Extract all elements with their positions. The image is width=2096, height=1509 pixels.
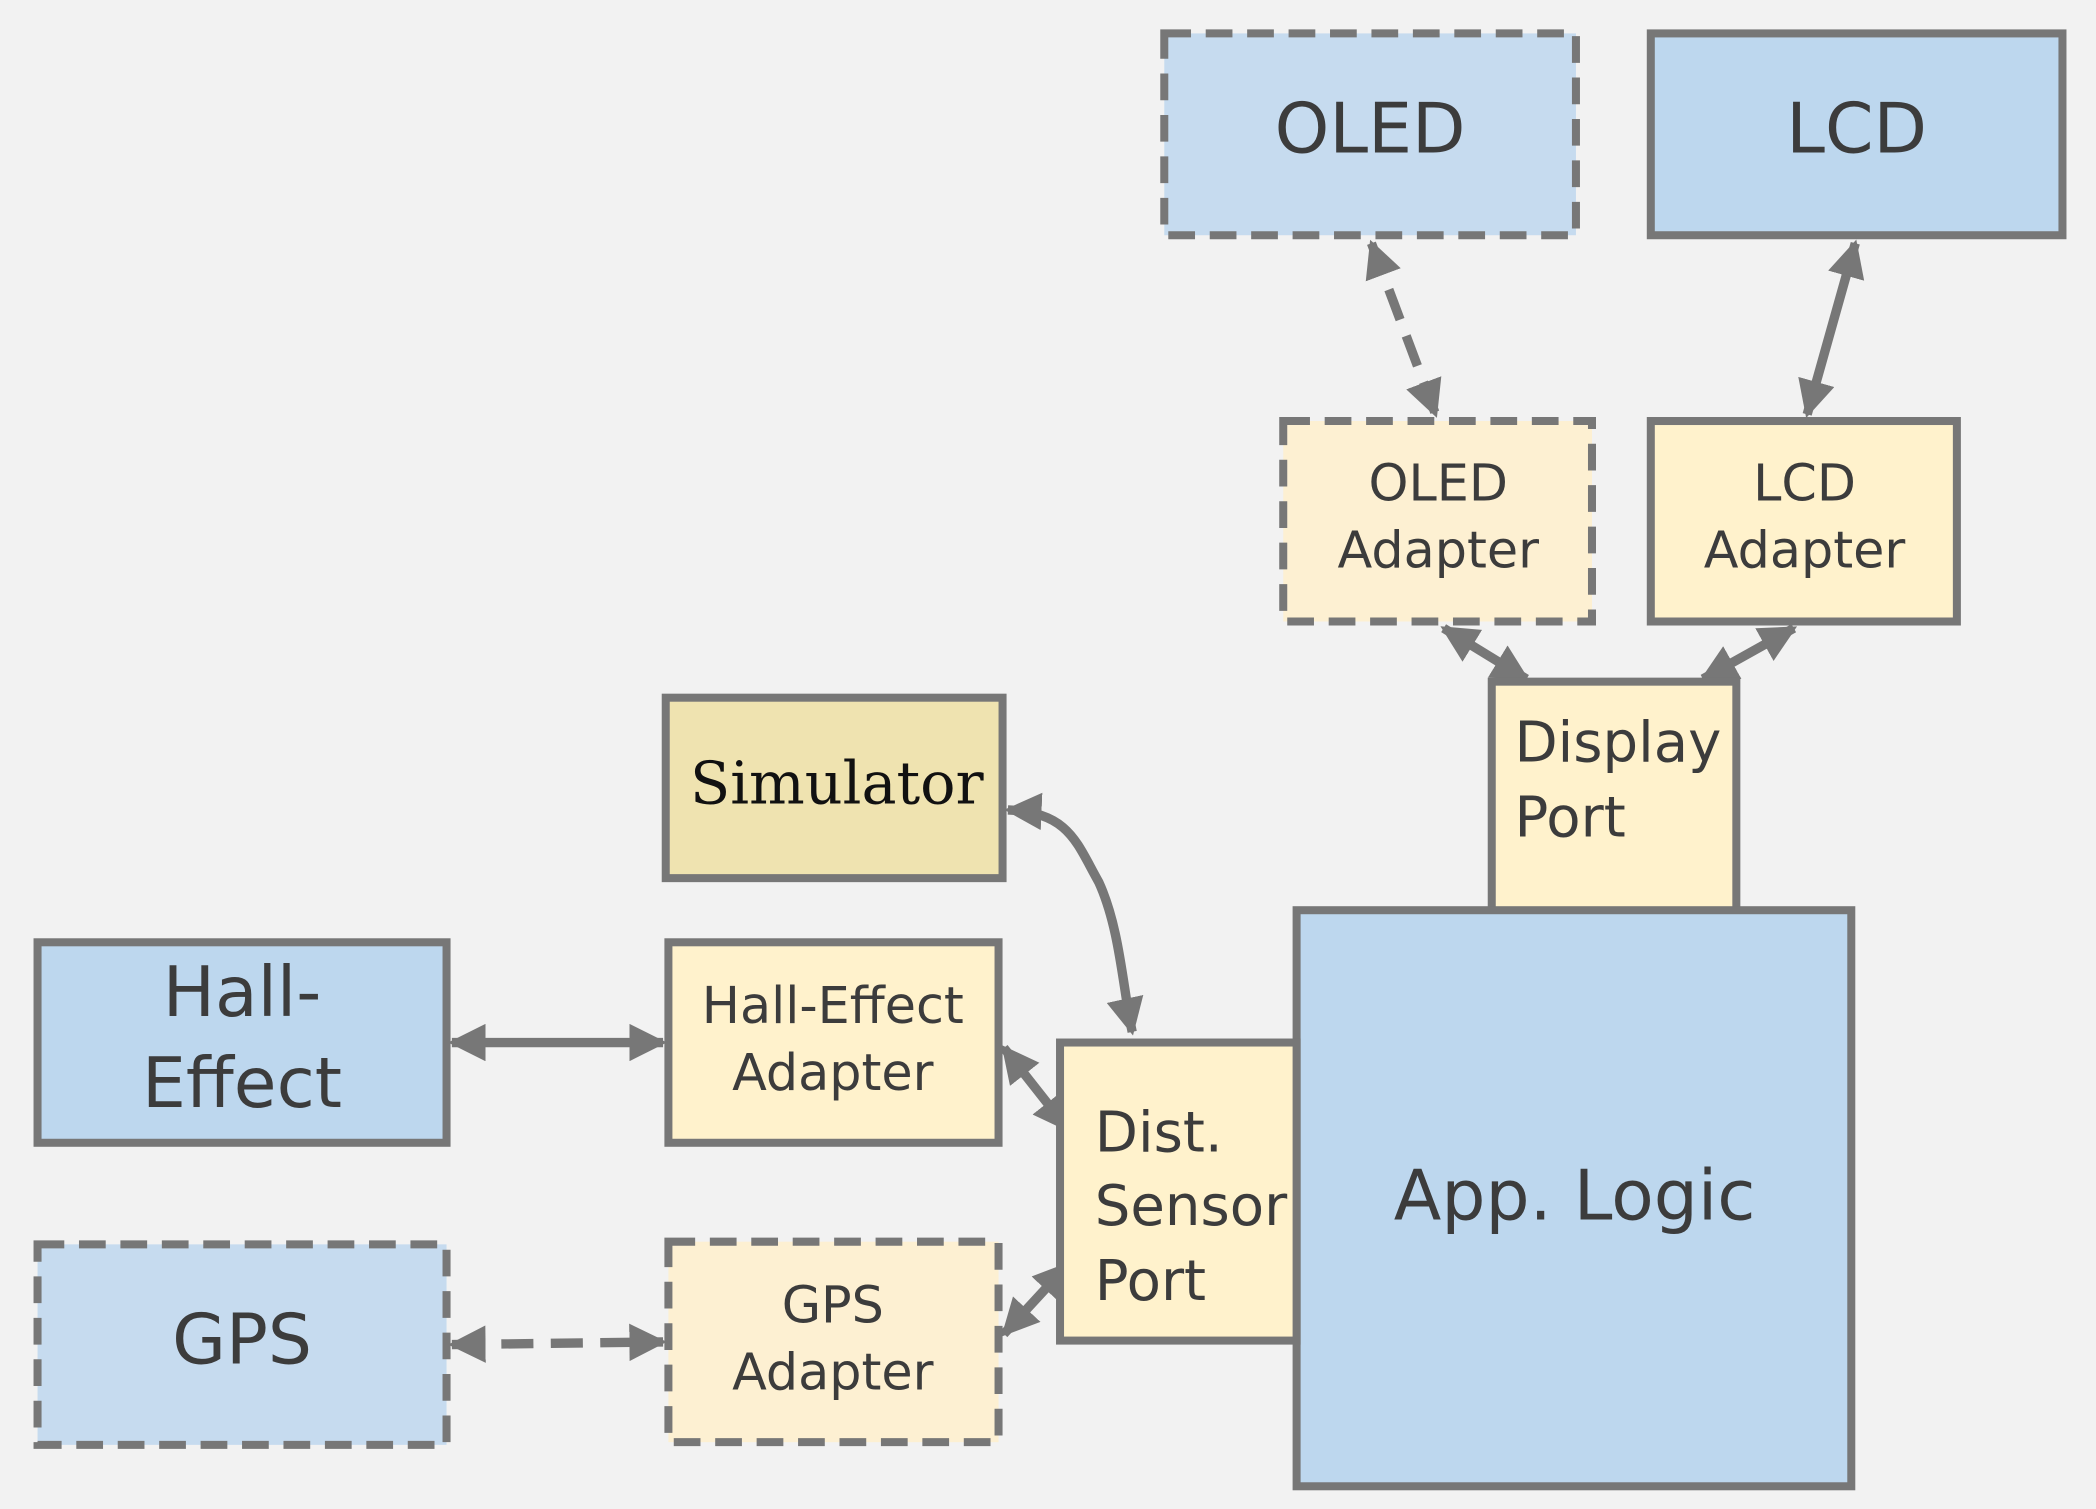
display-port-label-line1: Display bbox=[1514, 710, 1721, 775]
lcd-label: LCD bbox=[1786, 89, 1927, 170]
hall-effect-label-line2: Effect bbox=[142, 1043, 342, 1124]
node-app-logic: App. Logic bbox=[1292, 906, 1856, 1491]
gps-label: GPS bbox=[172, 1300, 312, 1381]
node-lcd: LCD bbox=[1646, 29, 2067, 240]
gps-adapter-label-line1: GPS bbox=[782, 1276, 884, 1335]
connector-oled-adapter-to-display-port bbox=[1440, 624, 1530, 683]
connector-simulator-to-dist-sensor-port bbox=[1004, 792, 1144, 1036]
simulator-label: Simulator bbox=[690, 749, 985, 818]
node-oled-adapter: OLED Adapter bbox=[1279, 417, 1596, 626]
dist-sensor-port-label-line2: Sensor bbox=[1095, 1174, 1288, 1239]
display-port-label-line2: Port bbox=[1514, 785, 1625, 850]
gps-adapter-label-line2: Adapter bbox=[732, 1342, 934, 1401]
connector-lcd-to-lcd-adapter bbox=[1798, 239, 1865, 418]
connector-gps-to-gps-adapter bbox=[448, 1323, 667, 1363]
node-gps-adapter: GPS Adapter bbox=[664, 1237, 1003, 1447]
oled-adapter-label-line2: Adapter bbox=[1338, 520, 1540, 579]
node-hall-effect-adapter: Hall-Effect Adapter bbox=[664, 938, 1003, 1147]
node-dist-sensor-port: Dist. Sensor Port bbox=[1056, 1038, 1301, 1345]
node-simulator: Simulator bbox=[661, 693, 1007, 883]
dist-sensor-port-label-line1: Dist. bbox=[1095, 1101, 1223, 1166]
oled-adapter-label-line1: OLED bbox=[1369, 454, 1508, 513]
app-logic-label: App. Logic bbox=[1394, 1155, 1756, 1236]
lcd-adapter-label-line1: LCD bbox=[1753, 454, 1856, 513]
connector-lcd-adapter-to-display-port bbox=[1699, 624, 1798, 684]
node-oled: OLED bbox=[1160, 29, 1580, 240]
node-hall-effect: Hall- Effect bbox=[33, 938, 451, 1147]
connector-oled-to-oled-adapter bbox=[1365, 239, 1442, 418]
node-gps: GPS bbox=[33, 1240, 451, 1449]
oled-label: OLED bbox=[1275, 89, 1466, 170]
node-display-port: Display Port bbox=[1487, 677, 1741, 916]
hall-effect-adapter-label-line2: Adapter bbox=[732, 1043, 934, 1102]
hall-effect-label-line1: Hall- bbox=[163, 952, 322, 1033]
node-lcd-adapter: LCD Adapter bbox=[1646, 417, 1961, 626]
hall-effect-adapter-label-line1: Hall-Effect bbox=[702, 976, 964, 1035]
lcd-adapter-label-line2: Adapter bbox=[1704, 520, 1906, 579]
dist-sensor-port-label-line3: Port bbox=[1095, 1249, 1206, 1314]
